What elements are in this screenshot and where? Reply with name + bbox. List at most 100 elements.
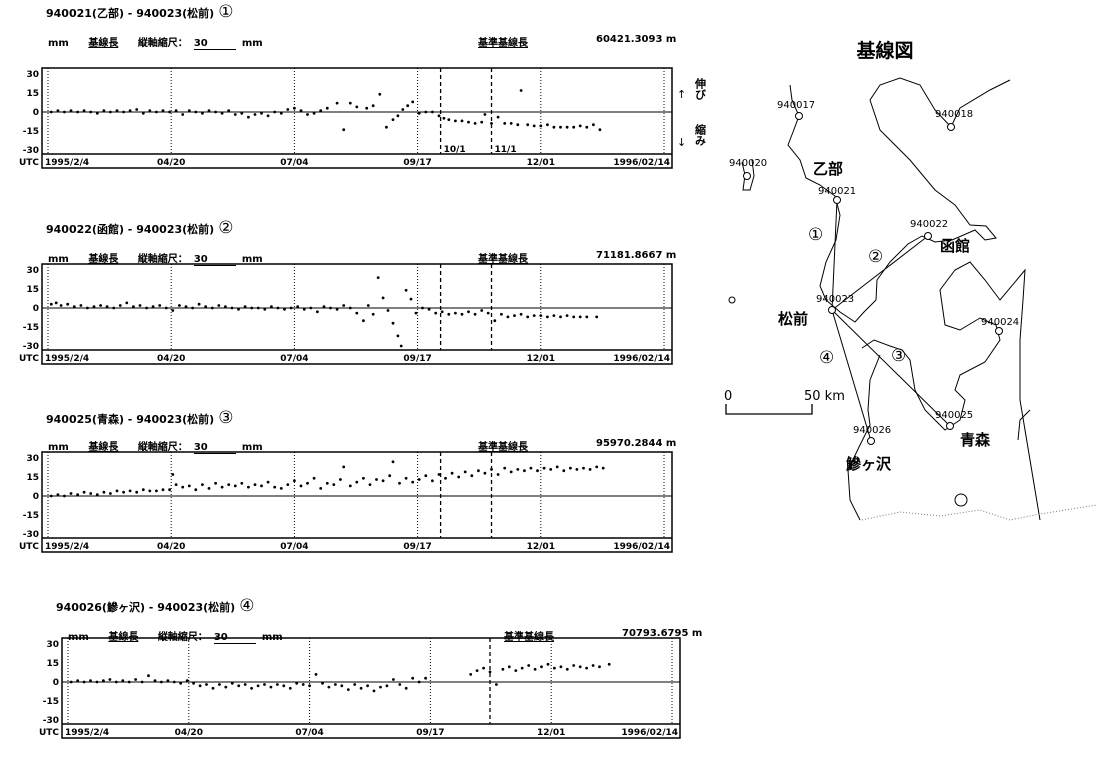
data-point (434, 311, 438, 315)
station-markers (743, 112, 1003, 445)
data-point (473, 312, 477, 316)
data-point (549, 468, 553, 471)
place-matsumae: 松前 (778, 310, 808, 328)
data-point (166, 679, 170, 683)
data-point (132, 305, 135, 309)
data-point (392, 678, 395, 681)
data-point (122, 110, 125, 114)
data-point (79, 304, 83, 307)
data-point (366, 684, 369, 688)
data-point (86, 306, 89, 310)
data-point (398, 683, 402, 686)
data-point (424, 110, 428, 114)
data-point (348, 306, 352, 310)
data-point (546, 123, 549, 127)
data-point (273, 485, 277, 489)
plot-frame (41, 451, 673, 553)
data-point (411, 480, 415, 484)
data-point (279, 111, 283, 115)
data-point (76, 110, 79, 114)
contraction-label: 縮み (694, 123, 707, 147)
utc-label: UTC (19, 542, 39, 552)
y-tick-label: 30 (26, 70, 39, 80)
x-tick-label: 1995/2/4 (45, 158, 89, 168)
data-point (552, 314, 556, 317)
data-point (559, 125, 562, 129)
coastline (728, 77, 1041, 521)
data-point (404, 686, 408, 690)
chart-title-text: 940021(乙部) - 940023(松前) (46, 7, 215, 20)
data-point (376, 276, 380, 279)
data-point (490, 122, 493, 125)
data-point (184, 305, 188, 309)
data-point (319, 487, 323, 490)
event-marker-label: 10/1 (444, 145, 466, 155)
place-otobe: 乙部 (813, 160, 843, 178)
data-point (562, 469, 566, 473)
data-point (335, 101, 339, 105)
data-point (102, 109, 106, 113)
data-point (319, 109, 323, 113)
data-point (555, 465, 559, 469)
data-point (253, 113, 257, 116)
data-point (398, 481, 401, 485)
data-point (480, 120, 484, 124)
data-point (532, 124, 536, 128)
data-point (483, 471, 487, 475)
data-point (141, 111, 145, 115)
data-point (585, 315, 589, 319)
data-point (572, 315, 576, 319)
data-point (141, 488, 145, 492)
data-point (256, 684, 260, 688)
data-point (125, 301, 129, 305)
data-point (224, 685, 228, 689)
x-tick-label: 09/17 (403, 354, 431, 364)
data-point (247, 485, 250, 489)
x-tick-label: 1996/02/14 (613, 354, 670, 364)
plot-frame (61, 637, 681, 739)
data-point (296, 305, 300, 309)
data-point (520, 666, 524, 670)
y-tick-label: 30 (26, 454, 39, 464)
data-point (540, 665, 543, 669)
data-point (536, 469, 539, 473)
data-point (325, 481, 329, 485)
data-point (388, 474, 392, 478)
data-point (128, 489, 132, 493)
data-point (513, 314, 516, 317)
data-point (95, 493, 99, 497)
data-point (565, 314, 569, 317)
data-point (224, 305, 227, 309)
baseline-number: ④ (239, 596, 255, 616)
data-point (253, 483, 257, 486)
data-point (201, 111, 204, 115)
data-point (161, 488, 165, 492)
data-point (463, 470, 467, 474)
data-point (306, 113, 309, 116)
prefecture-border (861, 504, 1097, 521)
data-point (327, 685, 331, 689)
data-point (507, 665, 511, 669)
y-tick-label: 30 (26, 266, 39, 276)
station-940021: 940021 (818, 186, 856, 197)
data-point (396, 114, 400, 118)
baseline-number: ③ (218, 408, 234, 428)
data-point (56, 493, 60, 497)
baseline-number: ① (218, 2, 234, 22)
data-point (381, 296, 385, 300)
data-point (348, 484, 352, 488)
data-point (289, 306, 293, 310)
x-tick-label: 09/17 (403, 158, 431, 168)
data-point (325, 106, 329, 110)
data-point (385, 684, 389, 688)
data-point (546, 662, 550, 666)
data-point (192, 681, 196, 685)
y-tick-label: 0 (53, 678, 59, 688)
data-point (493, 319, 497, 323)
data-point (56, 109, 60, 113)
data-point (308, 684, 311, 688)
